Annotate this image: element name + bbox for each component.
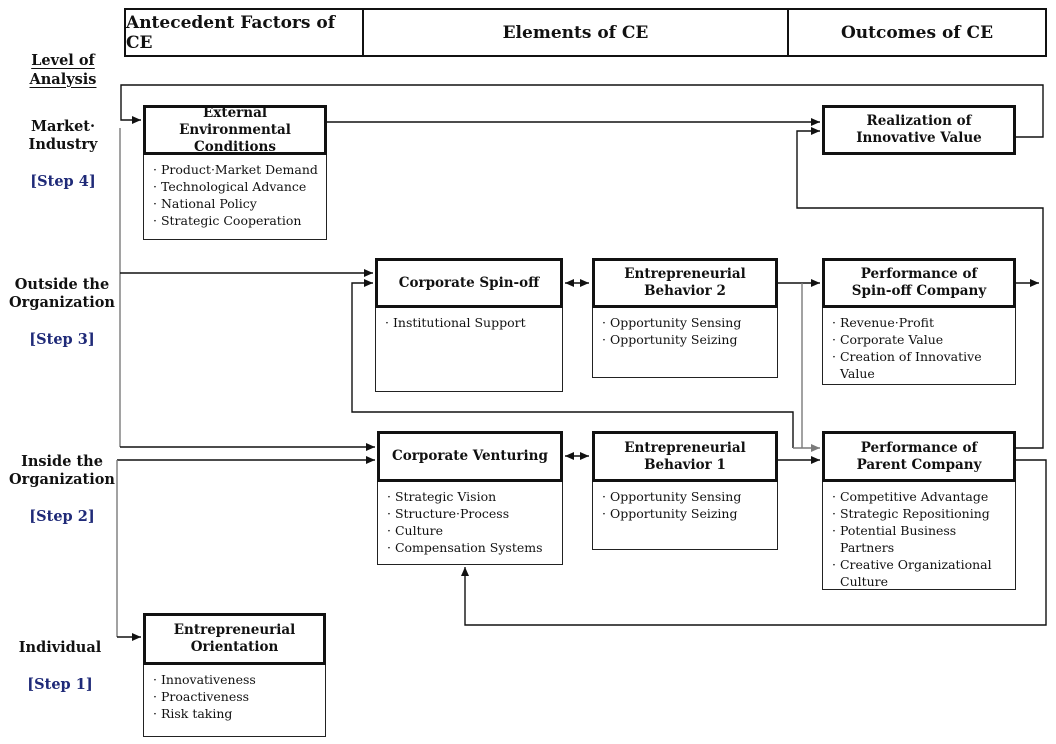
bullet-item: Strategic Vision	[387, 488, 555, 505]
connector-performances-to-realization	[796, 127, 1044, 449]
box-entrepreneurial-behavior-2-details: Opportunity Sensing Opportunity Seizing	[592, 308, 778, 378]
bullet-item: Innovativeness	[153, 671, 318, 688]
connector-realization-feedback-loop	[120, 84, 1044, 138]
box-performance-of-spin-off-company-details: Revenue·Profit Corporate Value Creation …	[822, 308, 1016, 385]
box-entrepreneurial-orientation-details: Innovativeness Proactiveness Risk taking	[143, 665, 326, 737]
step-1-label: [Step 1]	[27, 675, 93, 693]
box-performance-of-spin-off-company-title: Performance of Spin-off Company	[822, 258, 1016, 308]
box-external-environmental-conditions: External Environmental Conditions Produc…	[143, 105, 327, 240]
box-realization-of-innovative-value-title: Realization of Innovative Value	[822, 105, 1016, 155]
bullet-item: Opportunity Sensing	[602, 488, 770, 505]
level-inside-organization: Inside the Organization [Step 2]	[0, 434, 124, 545]
box-performance-of-parent-company-details: Competitive Advantage Strategic Repositi…	[822, 482, 1016, 590]
box-corporate-venturing: Corporate Venturing Strategic Vision Str…	[377, 431, 563, 565]
box-entrepreneurial-behavior-2: Entrepreneurial Behavior 2 Opportunity S…	[592, 258, 778, 378]
step-4-label: [Step 4]	[30, 173, 96, 190]
box-entrepreneurial-orientation-title: Entrepreneurial Orientation	[143, 613, 326, 665]
box-corporate-venturing-details: Strategic Vision Structure·Process Cultu…	[377, 482, 563, 565]
level-market-industry: Market· Industry [Step 4]	[8, 99, 118, 210]
box-corporate-spin-off-details: Institutional Support	[375, 308, 563, 392]
level-individual: Individual [Step 1]	[0, 620, 120, 713]
bullet-item: Opportunity Seizing	[602, 505, 770, 522]
box-corporate-venturing-title: Corporate Venturing	[377, 431, 563, 482]
box-performance-of-spin-off-company: Performance of Spin-off Company Revenue·…	[822, 258, 1016, 385]
level-inside-organization-label: Inside the Organization	[9, 452, 115, 489]
column-header: Antecedent Factors of CE Elements of CE …	[124, 8, 1047, 57]
level-individual-label: Individual	[18, 638, 102, 656]
bullet-item: Institutional Support	[385, 314, 555, 331]
box-performance-of-parent-company-title: Performance of Parent Company	[822, 431, 1016, 482]
box-entrepreneurial-behavior-1-details: Opportunity Sensing Opportunity Seizing	[592, 482, 778, 550]
header-antecedent-factors: Antecedent Factors of CE	[126, 10, 364, 55]
bullet-item: Opportunity Sensing	[602, 314, 770, 331]
connector-loop-to-spin-off	[351, 279, 794, 448]
level-outside-organization: Outside the Organization [Step 3]	[0, 257, 124, 368]
connector-perf-parent-to-venturing	[461, 459, 1047, 626]
bullet-item: Potential Business Partners	[832, 522, 1008, 556]
bullet-item: Revenue·Profit	[832, 314, 1008, 331]
box-corporate-spin-off: Corporate Spin-off Institutional Support	[375, 258, 563, 392]
bullet-item: Product·Market Demand	[153, 161, 319, 178]
header-elements: Elements of CE	[364, 10, 789, 55]
bullet-item: Creative Organizational Culture	[832, 556, 1008, 590]
level-market-industry-label: Market· Industry	[28, 117, 98, 154]
header-outcomes: Outcomes of CE	[840, 22, 994, 43]
bullet-item: Structure·Process	[387, 505, 555, 522]
box-corporate-spin-off-title: Corporate Spin-off	[375, 258, 563, 308]
box-entrepreneurial-behavior-2-title: Entrepreneurial Behavior 2	[592, 258, 778, 308]
box-realization-of-innovative-value: Realization of Innovative Value	[822, 105, 1016, 155]
bullet-item: Strategic Repositioning	[832, 505, 1008, 522]
box-entrepreneurial-orientation: Entrepreneurial Orientation Innovativene…	[143, 613, 326, 737]
bullet-item: Corporate Value	[832, 331, 1008, 348]
box-external-environmental-conditions-details: Product·Market Demand Technological Adva…	[143, 155, 327, 240]
box-entrepreneurial-behavior-1: Entrepreneurial Behavior 1 Opportunity S…	[592, 431, 778, 550]
bullet-item: Risk taking	[153, 705, 318, 722]
bullet-item: Culture	[387, 522, 555, 539]
bullet-item: Creation of Innovative Value	[832, 348, 1008, 382]
box-entrepreneurial-behavior-1-title: Entrepreneurial Behavior 1	[592, 431, 778, 482]
bullet-item: National Policy	[153, 195, 319, 212]
bullet-item: Technological Advance	[153, 178, 319, 195]
bullet-item: Opportunity Seizing	[602, 331, 770, 348]
step-2-label: [Step 2]	[29, 508, 95, 525]
level-outside-organization-label: Outside the Organization	[9, 275, 115, 312]
bullet-item: Proactiveness	[153, 688, 318, 705]
bullet-item: Strategic Cooperation	[153, 212, 319, 229]
level-of-analysis-label: Level of Analysis	[29, 52, 97, 88]
bullet-item: Compensation Systems	[387, 539, 555, 556]
box-external-environmental-conditions-title: External Environmental Conditions	[143, 105, 327, 155]
bullet-item: Competitive Advantage	[832, 488, 1008, 505]
box-performance-of-parent-company: Performance of Parent Company Competitiv…	[822, 431, 1016, 590]
step-3-label: [Step 3]	[29, 331, 95, 348]
